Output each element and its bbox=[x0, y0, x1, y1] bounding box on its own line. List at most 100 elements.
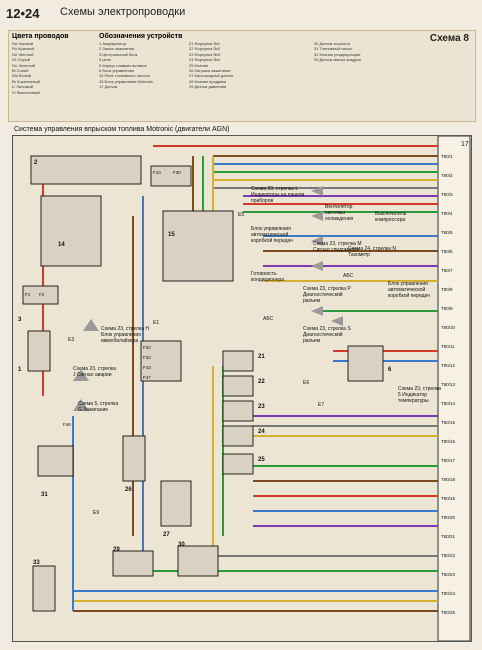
central-block-box bbox=[30, 155, 142, 185]
connector-pin-label: T80/6 bbox=[441, 249, 453, 254]
component-number-group: 2 14 15 1 3 21 22 23 24 25 6 31 26 27 29… bbox=[18, 160, 392, 566]
connector-pin-label: T80/19 bbox=[441, 496, 456, 501]
purge-valve-box bbox=[112, 550, 154, 577]
legend-device-item: 25 Клапан bbox=[189, 62, 209, 68]
legend-device-item: 5 Корпус плавких вставок bbox=[99, 62, 147, 68]
arrow-icon bbox=[311, 306, 323, 316]
connector-pin-label: T80/23 bbox=[441, 572, 456, 577]
callout-temp-indicator: Схема 23, стрелка 5 Индикатор температур… bbox=[398, 386, 441, 404]
fuse-label-group: F10 F30 F1 F2 F32 F33 F43 F47 F48 bbox=[25, 170, 181, 427]
legend-colors-title: Цвета проводов bbox=[12, 33, 69, 40]
wire-group bbox=[42, 145, 438, 612]
arrow-icon bbox=[83, 319, 99, 331]
component-boxes bbox=[22, 155, 384, 612]
valve-box bbox=[222, 453, 254, 475]
callout-compressor-switch: Выключатель компрессора bbox=[375, 211, 407, 223]
ground-label: E1 bbox=[153, 320, 159, 326]
connector-pin-label: T80/1 bbox=[441, 154, 453, 159]
legend-device-item: 30 Датчик скорости bbox=[314, 41, 350, 46]
legend-devices-list-a: 1 Аккумулятор 2 Замок зажигания 3 Центра… bbox=[99, 41, 153, 90]
legend-device-item: 4 реле bbox=[99, 57, 112, 63]
connector-ref-label: 17 bbox=[461, 141, 469, 148]
legend-devices-list-b: 21 Форсунка №1 22 Форсунка №2 23 Форсунк… bbox=[189, 41, 233, 90]
component-number: 3 bbox=[18, 317, 22, 323]
component-number: 22 bbox=[258, 379, 265, 385]
callout-speedometer: Схема 23, стрелка M Сигнал спидометра bbox=[313, 241, 362, 253]
ground-label: E9 bbox=[93, 510, 99, 516]
callout-cooling-fan: Вентилятор системы охлаждения bbox=[325, 204, 354, 222]
component-number: 15 bbox=[168, 232, 175, 238]
connector-pin-label: T80/22 bbox=[441, 553, 456, 558]
connector-pin-label: T80/10 bbox=[441, 325, 456, 330]
component-number: 27 bbox=[163, 532, 170, 538]
fuse-label: F33 bbox=[143, 355, 151, 360]
ground-label-group: E5 E1 E3 E6 E7 E9 bbox=[68, 212, 324, 516]
callout-tachometer: Схема 24, стрелка N Тахометр bbox=[348, 246, 396, 258]
arrow-icon bbox=[311, 236, 323, 246]
component-number: 23 bbox=[258, 404, 265, 410]
callout-alarm: Схема 23, стрелка J Сигнал аварии bbox=[73, 366, 116, 378]
page-title: Схемы электропроводки bbox=[60, 6, 186, 18]
legend-color-item: Ro Красный bbox=[12, 46, 35, 52]
connector-pin-label: T80/12 bbox=[441, 363, 456, 368]
speed-sensor-box bbox=[347, 345, 384, 382]
legend-colors-list: Sw Черный Ro Красный Ge Желтый Gr Серый … bbox=[12, 41, 40, 95]
connector-pin-label: T80/16 bbox=[441, 439, 456, 444]
fuse-label: F43 bbox=[143, 365, 151, 370]
callout-immobilizer: Схема 23, стрелка H Блок управления иммо… bbox=[101, 326, 149, 344]
maf-sensor-box bbox=[32, 565, 56, 612]
connector-pin-label: T80/7 bbox=[441, 268, 453, 273]
callout-abs: АБС bbox=[343, 273, 354, 279]
legend-color-item: Li Лиловый bbox=[12, 84, 33, 90]
legend-color-item: Vi Фиолетовый bbox=[12, 89, 40, 95]
component-number: 6 bbox=[388, 367, 392, 373]
legend-device-item: 32 Клапан рециркуляции bbox=[314, 51, 361, 57]
component-number: 29 bbox=[113, 547, 120, 553]
component-number: 25 bbox=[258, 457, 265, 463]
connector-pin-label: T80/13 bbox=[441, 382, 456, 387]
connector-pin-label: T80/11 bbox=[441, 344, 455, 349]
arrow-icon bbox=[73, 399, 89, 411]
component-number: 26 bbox=[125, 487, 132, 493]
ground-label: E5 bbox=[238, 212, 244, 218]
egr-valve-box bbox=[177, 545, 219, 577]
legend-devices-title: Обозначения устройств bbox=[99, 33, 183, 40]
fuse-label: F47 bbox=[143, 375, 151, 380]
battery-box bbox=[27, 330, 51, 372]
connector-pin-label: T80/5 bbox=[441, 230, 453, 235]
callout-abs-2: АБС bbox=[263, 316, 274, 322]
legend-device-item: 26 Катушка зажигания bbox=[189, 68, 231, 74]
diagram-title: Система управления впрыском топлива Motr… bbox=[14, 126, 230, 133]
component-number: 21 bbox=[258, 354, 265, 360]
arrow-icon bbox=[73, 369, 89, 381]
legend-device-item: 29 Датчик давления bbox=[189, 84, 227, 90]
component-number: 14 bbox=[58, 242, 65, 248]
arrow-icon bbox=[311, 186, 323, 196]
fuse-label: F30 bbox=[173, 170, 181, 175]
ecu-box bbox=[162, 210, 234, 282]
fuse-holder-box bbox=[22, 285, 59, 305]
component-number: 24 bbox=[258, 429, 265, 435]
ground-label: E7 bbox=[318, 402, 324, 408]
connector-pin-label: T80/17 bbox=[441, 458, 456, 463]
connector-pin-label: T80/14 bbox=[441, 401, 456, 406]
arrow-icon bbox=[311, 211, 323, 221]
page-number: 12•24 bbox=[6, 6, 40, 21]
legend-device-item: 24 Форсунка №4 bbox=[189, 57, 220, 63]
component-number: 31 bbox=[41, 492, 48, 498]
relay-box bbox=[40, 195, 102, 267]
legend-device-item: 15 Блок управления Motronic bbox=[99, 78, 153, 84]
connector-pin-label: T80/4 bbox=[441, 211, 453, 216]
injector-box bbox=[222, 400, 254, 422]
legend-device-item: 6 Блок управления bbox=[99, 68, 135, 74]
legend-color-item: Gr Серый bbox=[12, 57, 31, 63]
callout-transmission-control-2: Блок управления автоматической коробкой … bbox=[388, 281, 430, 299]
legend-device-item: 3 Центральный блок bbox=[99, 51, 138, 57]
fuse-label: F10 bbox=[153, 170, 161, 175]
ground-label: E3 bbox=[68, 337, 74, 343]
legend-color-item: Ge Желтый bbox=[12, 51, 34, 57]
legend-panel: Цвета проводов Обозначения устройств Схе… bbox=[8, 30, 476, 122]
legend-device-item: 2 Замок зажигания bbox=[99, 46, 134, 52]
component-number: 30 bbox=[178, 542, 185, 548]
